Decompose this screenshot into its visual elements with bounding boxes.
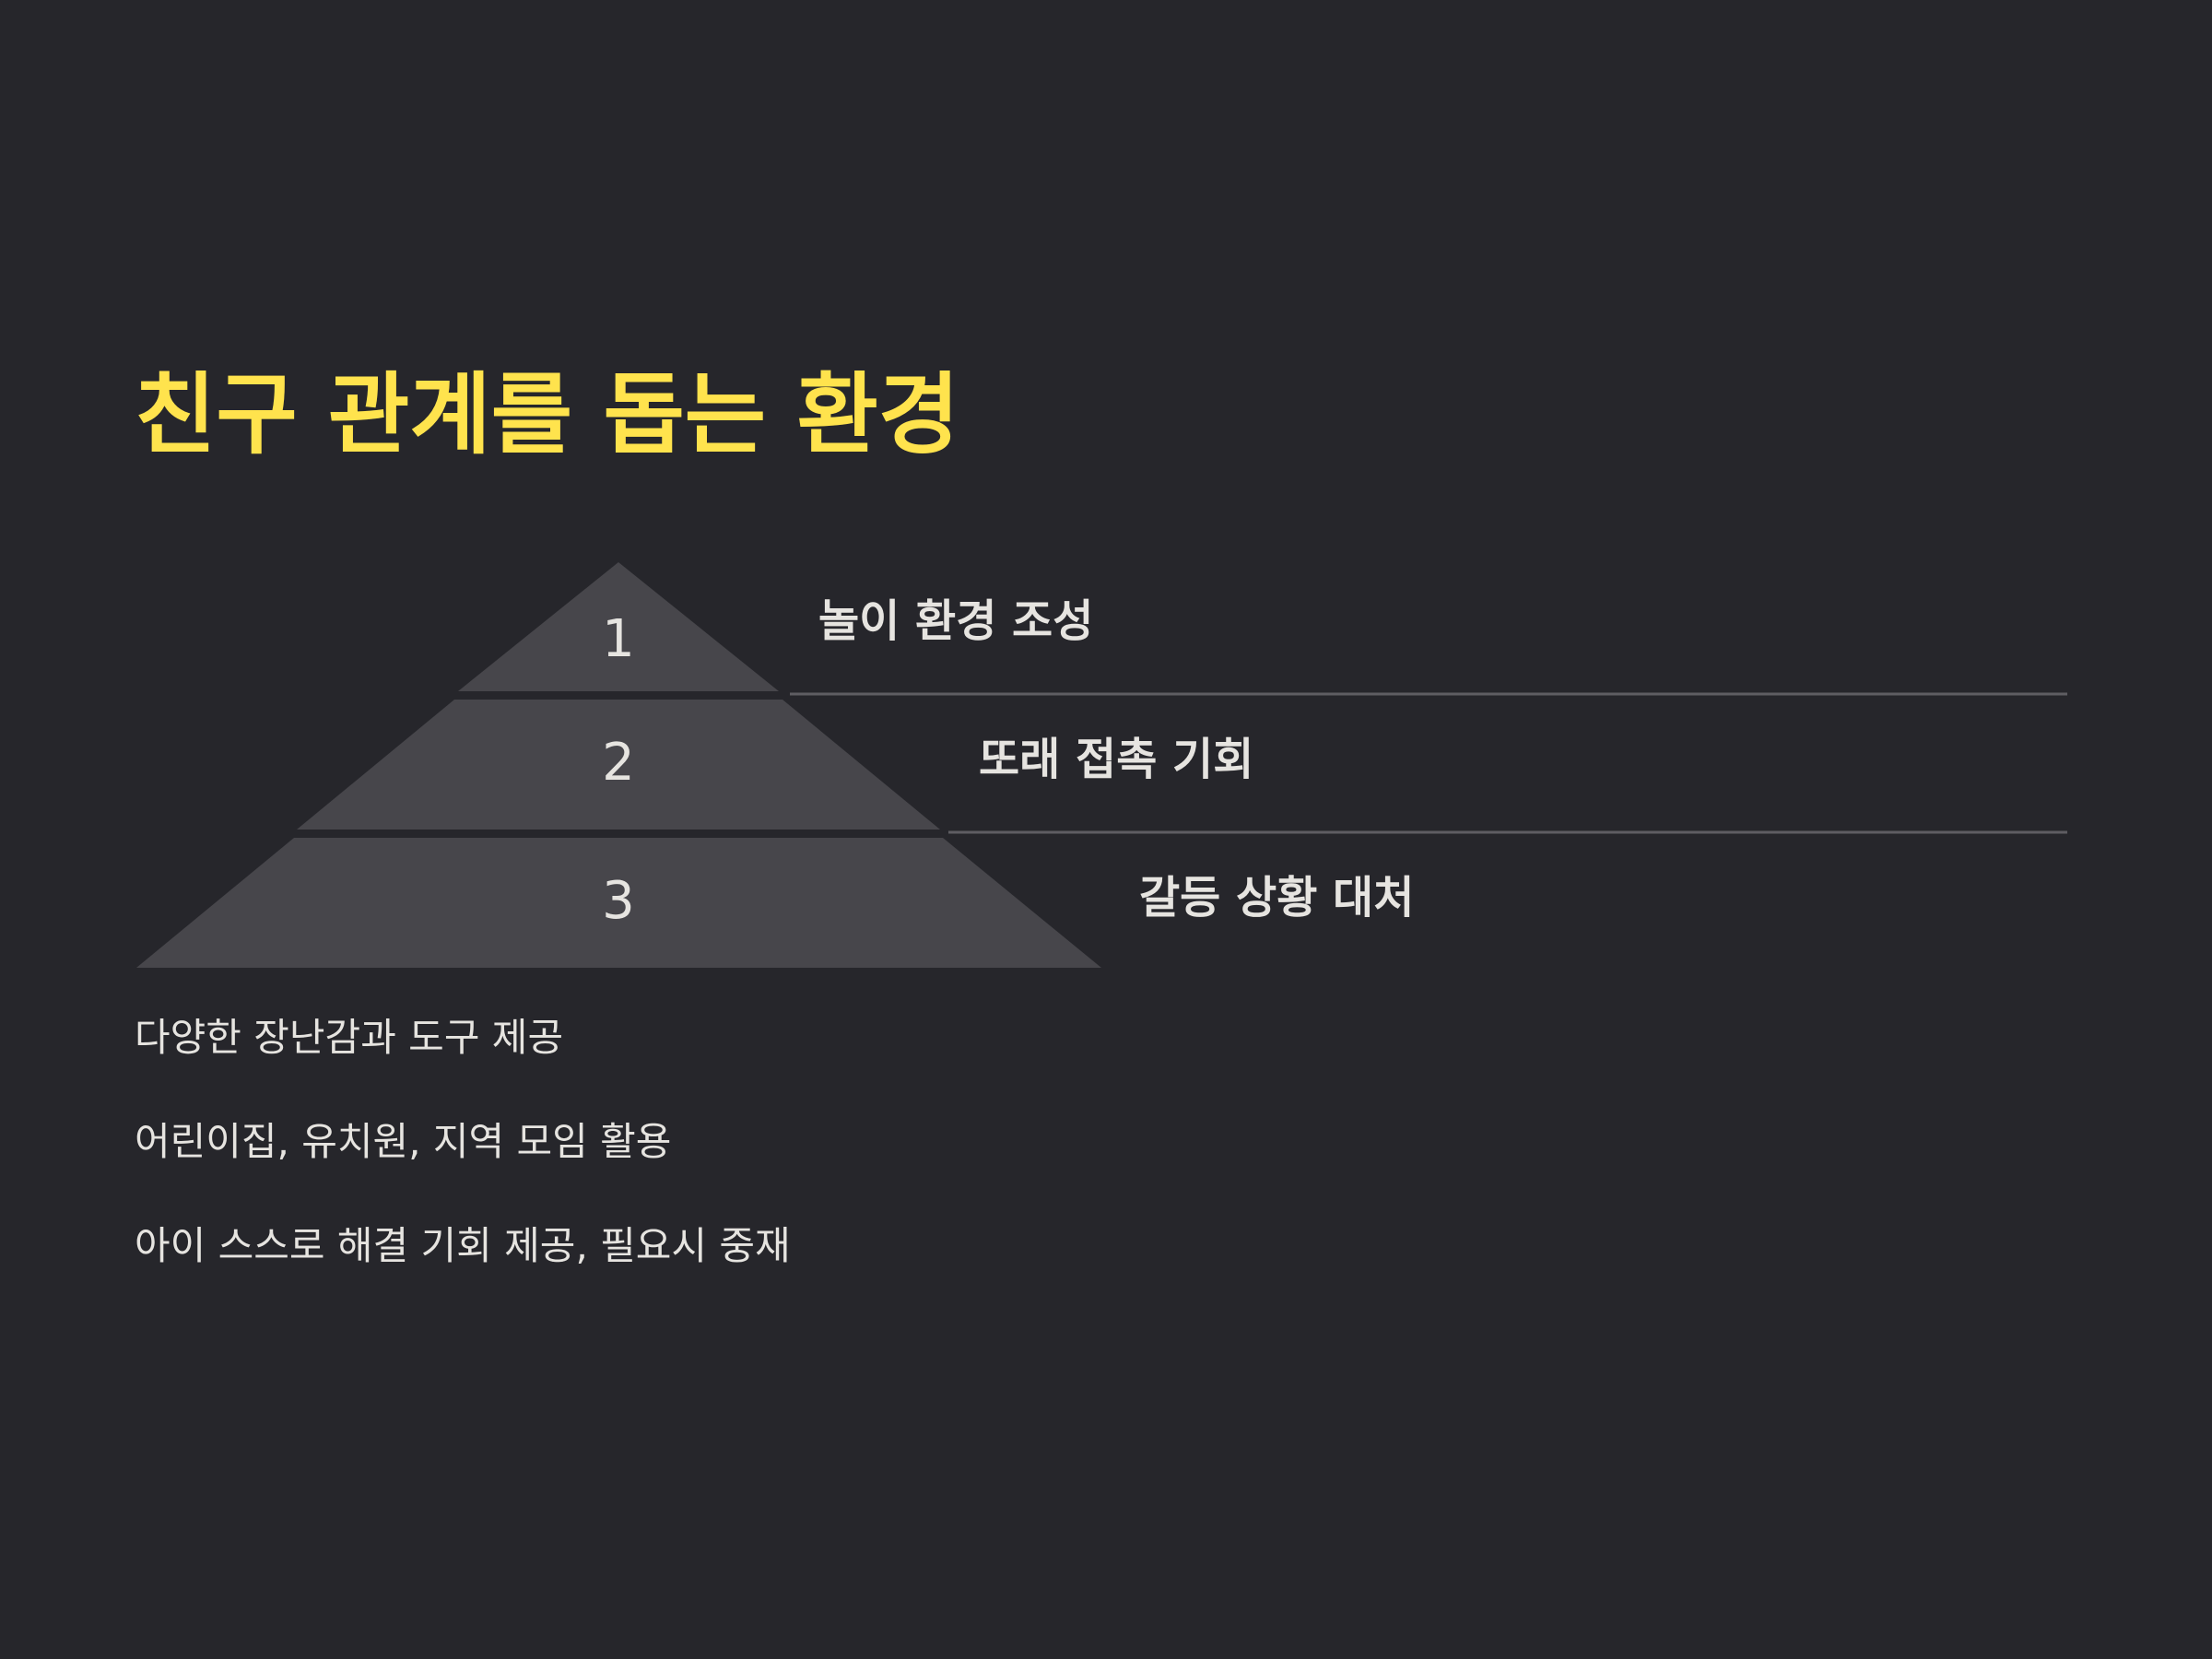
tier-1-label: 놀이 환경 조성	[818, 595, 1093, 647]
pyramid-tier-2	[297, 700, 940, 830]
description-list: 다양한 장난감과 도구 제공 어린이집, 유치원, 지역 모임 활용 아이 스스…	[135, 1012, 791, 1324]
description-item-3: 아이 스스로 해결 기회 제공, 필요시 중재	[135, 1223, 791, 1268]
pyramid-tier-1	[458, 562, 779, 691]
pyramid-tier-3	[136, 838, 1101, 968]
description-item-2: 어린이집, 유치원, 지역 모임 활용	[135, 1119, 672, 1164]
tier-1-number: 1	[602, 609, 635, 669]
slide-title: 친구 관계를 돕는 환경	[135, 363, 960, 466]
tier-2-label: 또래 접촉 기회	[979, 734, 1253, 785]
tier-2-number: 2	[602, 733, 635, 793]
tier-3-number: 3	[602, 871, 635, 931]
description-item-1: 다양한 장난감과 도구 제공	[135, 1015, 564, 1060]
tier-3-label: 갈등 상황 대처	[1139, 872, 1414, 924]
